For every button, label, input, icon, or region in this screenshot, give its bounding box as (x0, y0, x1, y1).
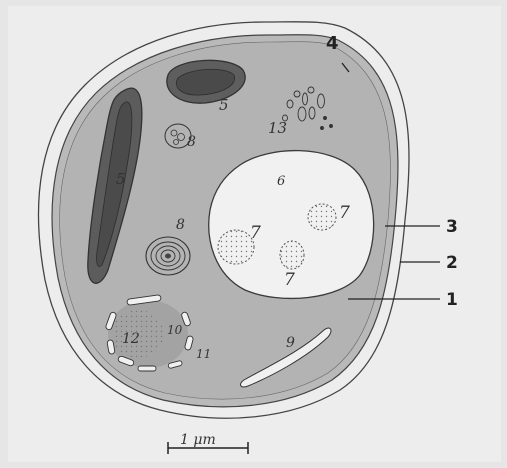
label-mito-top: 5 (219, 96, 229, 114)
label-vacuole-a: 7 (250, 223, 261, 243)
label-9: 9 (286, 335, 295, 351)
label-droplets: 13 (268, 119, 287, 137)
callout-3: 3 (446, 217, 458, 237)
nuclear-vacuole-a (218, 230, 254, 264)
label-body-8-mid: 8 (176, 217, 185, 233)
label-nucleus: 6 (277, 174, 285, 189)
label-11: 11 (196, 347, 211, 361)
callout-2: 2 (446, 253, 458, 273)
label-10: 10 (167, 323, 183, 337)
callout-1: 1 (446, 290, 458, 310)
label-vacuole-c: 7 (284, 270, 295, 290)
callout-4: 4 (326, 33, 339, 54)
label-12: 12 (122, 331, 140, 347)
label-body-8-top: 8 (187, 134, 196, 150)
nuclear-vacuole-b (308, 204, 336, 230)
label-mito-left: 5 (116, 170, 126, 188)
nuclear-vacuole-c (280, 241, 304, 269)
label-vacuole-b: 7 (339, 203, 350, 223)
scale-bar-label: 1 μm (180, 432, 216, 448)
